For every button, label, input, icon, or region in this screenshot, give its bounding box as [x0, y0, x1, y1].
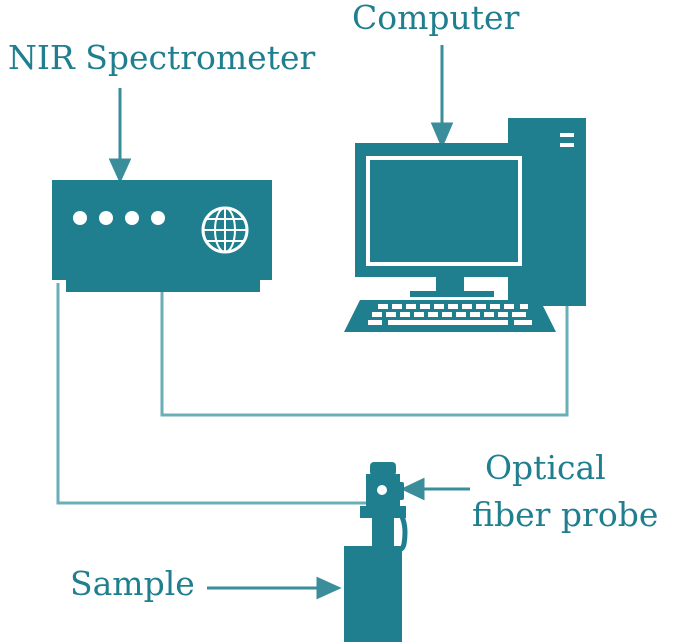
- fiber-probe-icon: [360, 462, 408, 556]
- arrow-spectrometer-head: [108, 158, 132, 184]
- desktop-computer-icon: [344, 118, 586, 332]
- arrow-probe-head: [400, 477, 425, 501]
- probe-label-line1: Optical: [485, 448, 606, 487]
- cables: [56, 283, 569, 505]
- computer-label: Computer: [352, 0, 520, 37]
- pointer-arrows: [108, 45, 470, 600]
- probe-label-line2: fiber probe: [472, 495, 659, 534]
- spectrometer-label: NIR Spectrometer: [8, 38, 316, 77]
- sample-label: Sample: [70, 564, 195, 603]
- sample-container-icon: [344, 546, 402, 642]
- cable-spectrometer-to-computer: [160, 283, 569, 417]
- cable-spectrometer-to-probe: [56, 283, 388, 505]
- arrow-sample-head: [316, 576, 342, 600]
- spectrometer-device-icon: [52, 180, 272, 292]
- arrow-computer-head: [430, 122, 454, 149]
